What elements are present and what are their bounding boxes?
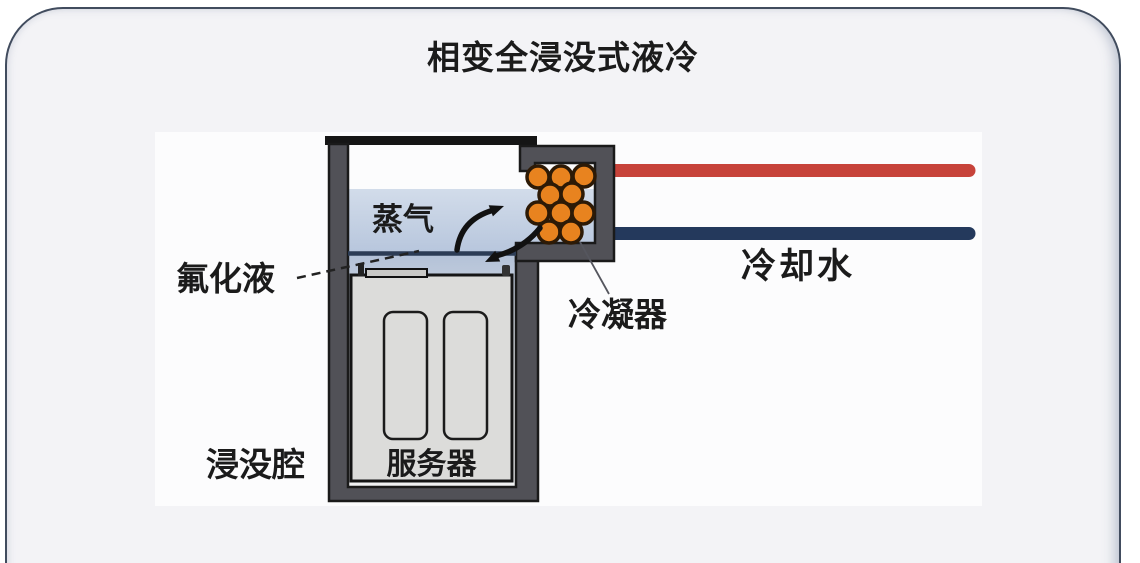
condenser-tube	[536, 219, 562, 245]
condenser-tube	[558, 219, 584, 245]
fluorinated-liquid-label: 氟化液	[176, 260, 275, 297]
condenser-tube	[571, 163, 597, 189]
page-title: 相变全浸没式液冷	[427, 41, 699, 77]
condenser-pointer	[579, 241, 610, 295]
server-slot-right	[442, 310, 489, 441]
server-slot-left	[382, 310, 429, 441]
server-box	[349, 273, 514, 483]
fluorinated-liquid-pointer	[296, 249, 420, 280]
immersion-chamber-label: 浸没腔	[206, 446, 305, 483]
vapor-label: 蒸气	[372, 202, 434, 237]
page-card: 相变全浸没式液冷	[5, 7, 1121, 563]
condenser-label: 冷凝器	[568, 296, 667, 333]
evaporation-arrow	[454, 205, 504, 253]
server-label: 服务器	[386, 448, 477, 481]
server-top-ledge	[365, 268, 428, 278]
diagram-svg	[296, 136, 976, 503]
condensation-arrow	[485, 225, 543, 262]
condenser-coil	[525, 163, 597, 245]
server-connector-right	[502, 265, 510, 276]
condenser-tube	[570, 200, 596, 226]
cooling-water-label: 冷却水	[741, 247, 856, 286]
condenser-tube	[559, 181, 585, 207]
diagram-panel: 蒸气 氟化液 冷凝器 冷却水 浸没腔 服务器	[155, 132, 982, 506]
tank-lid	[325, 136, 537, 145]
server-connector-left	[358, 263, 364, 276]
vapor-region-tank	[348, 189, 516, 256]
